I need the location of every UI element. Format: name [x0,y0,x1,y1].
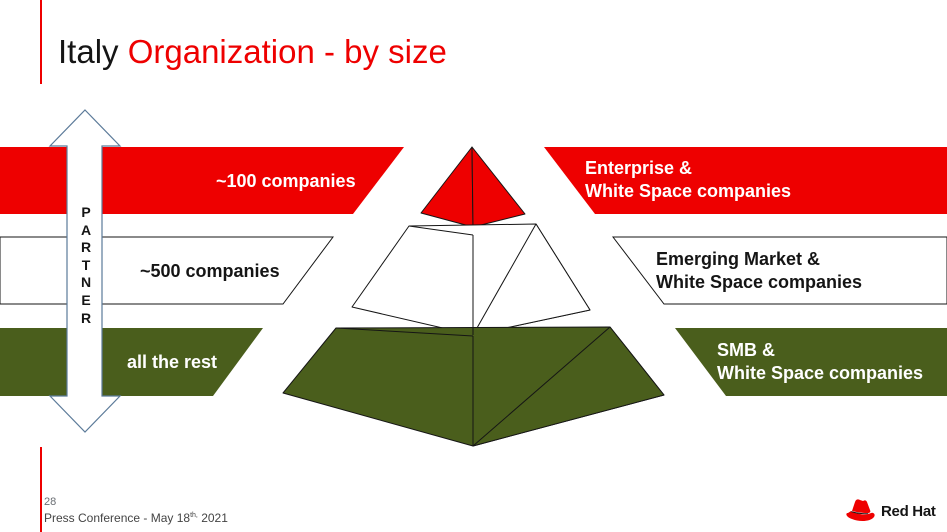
segment-label-line: White Space companies [717,363,924,383]
partner-double-arrow [48,109,122,433]
pyramid-face [420,146,474,228]
left-band [0,328,263,396]
title-highlight: Organization - by size [127,33,447,70]
segment-label-emerging: Emerging Market & White Space companies [656,248,862,294]
footer-accent-line [40,447,42,532]
band-label-middle: ~500 companies [140,261,280,281]
segment-label-line: SMB & [717,340,775,360]
pyramid-face [472,223,591,336]
partner-letter: R [80,309,92,326]
red-hat-logo: Red Hat [845,498,936,524]
slide-title: Italy Organization - by size [58,33,447,71]
partner-letter: T [81,256,91,273]
red-hat-icon [846,499,875,522]
footer-event-text: Press Conference - May 18th, 2021 [44,511,228,525]
page-number: 28 [44,496,57,508]
right-segment [675,328,947,396]
partner-letter: A [80,221,92,238]
title-plain: Italy [58,33,119,70]
pyramid-ridge [408,225,474,236]
right-segment [544,147,947,214]
title-accent-line [40,0,42,84]
pyramid-face [472,326,665,447]
partner-letter: P [81,204,91,220]
pyramid-ridge [335,327,474,337]
partner-letter: E [81,291,91,308]
segment-label-line: White Space companies [585,181,792,201]
band-label-bottom: all the rest [127,352,218,372]
partner-letter: N [80,274,92,291]
right-segment [611,236,947,305]
pyramid-face [471,146,526,228]
band-label-top: ~100 companies [216,171,356,191]
partner-letter: R [80,239,92,256]
segment-label-line: Enterprise & [585,158,693,178]
segment-label-smb: SMB & White Space companies [717,339,923,385]
footer-superscript: th, [190,512,198,519]
footer-text: Press Conference - May 18 [44,511,191,525]
footer-year: 2021 [197,511,228,525]
segment-label-line: Emerging Market & [656,249,821,269]
logo-text: Red Hat [881,502,936,520]
segment-label-line: White Space companies [656,272,863,292]
pyramid-tier-middle [351,223,591,336]
pyramid-tier-top [420,146,526,228]
segment-label-enterprise: Enterprise & White Space companies [585,157,791,203]
